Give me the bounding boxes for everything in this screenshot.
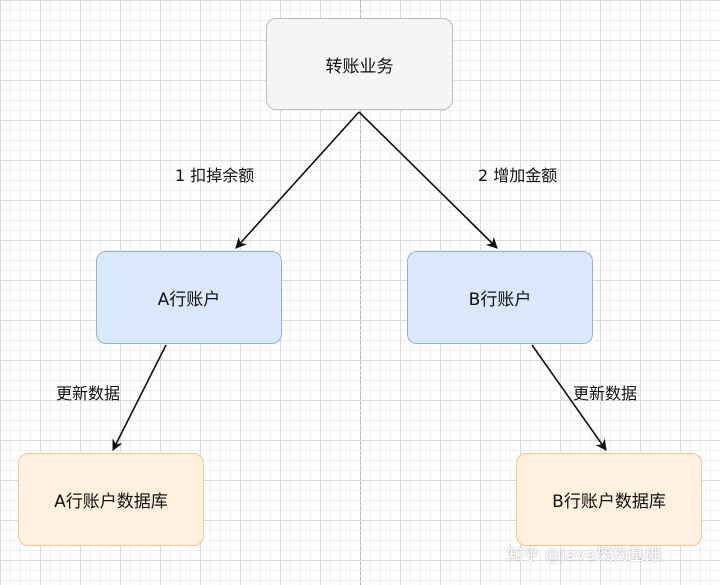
edge-account-b-to-db-b [531, 344, 607, 451]
node-account-a-label: A行账户 [157, 290, 221, 310]
edge-root-to-account-a [235, 111, 360, 249]
watermark-text: 知乎 @java架构基础 [507, 545, 662, 564]
node-transfer-business: 转账业务 [266, 18, 453, 110]
node-account-b-label: B行账户 [468, 290, 532, 310]
edge-label-add: 2 增加金额 [478, 166, 558, 185]
node-transfer-business-label: 转账业务 [325, 56, 394, 77]
node-db-b-label: B行账户数据库 [552, 492, 666, 512]
edge-account-a-to-db-a [112, 344, 167, 451]
edge-label-deduct: 1 扣掉余额 [175, 166, 255, 185]
edge-root-to-account-b [358, 111, 498, 249]
edge-label-update-b: 更新数据 [573, 384, 638, 403]
edge-label-update-a: 更新数据 [56, 384, 121, 403]
node-account-b: B行账户 [407, 251, 593, 344]
node-db-b: B行账户数据库 [516, 453, 702, 546]
node-account-a: A行账户 [96, 251, 282, 344]
dashed-divider [360, 0, 361, 585]
node-db-a: A行账户数据库 [18, 453, 204, 546]
node-db-a-label: A行账户数据库 [54, 492, 168, 512]
